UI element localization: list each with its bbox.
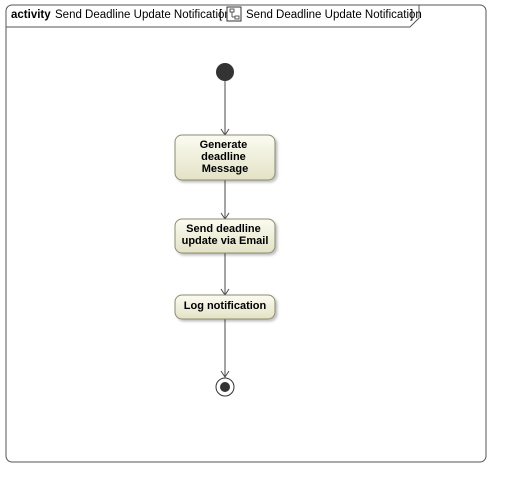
frame-keyword: activity — [11, 9, 51, 21]
frame-reference: Send Deadline Update Notification — [246, 9, 422, 21]
action-generate-deadline-message[interactable]: Generate deadline Message — [174, 134, 276, 181]
frame-name-tab — [6, 5, 420, 28]
action-box — [174, 294, 276, 320]
activity-final-node[interactable] — [215, 377, 235, 397]
frame-bracket-open: [ — [219, 9, 223, 21]
action-label: Log notification — [184, 300, 267, 312]
action-box — [174, 134, 276, 181]
action-send-deadline-update[interactable]: Send deadline update via Email — [174, 218, 276, 254]
action-label: Send deadline update via Email — [182, 223, 269, 247]
action-label: Generate deadline Message — [200, 139, 251, 175]
frame-name: Send Deadline Update Notification — [55, 9, 231, 21]
initial-node[interactable] — [216, 63, 234, 81]
activity-diagram-icon[interactable] — [226, 6, 242, 22]
control-flow-log-to-final[interactable] — [220, 319, 230, 378]
frame-bracket-close: ] — [410, 9, 413, 21]
action-box — [174, 218, 276, 254]
action-log-notification[interactable]: Log notification — [174, 294, 276, 320]
